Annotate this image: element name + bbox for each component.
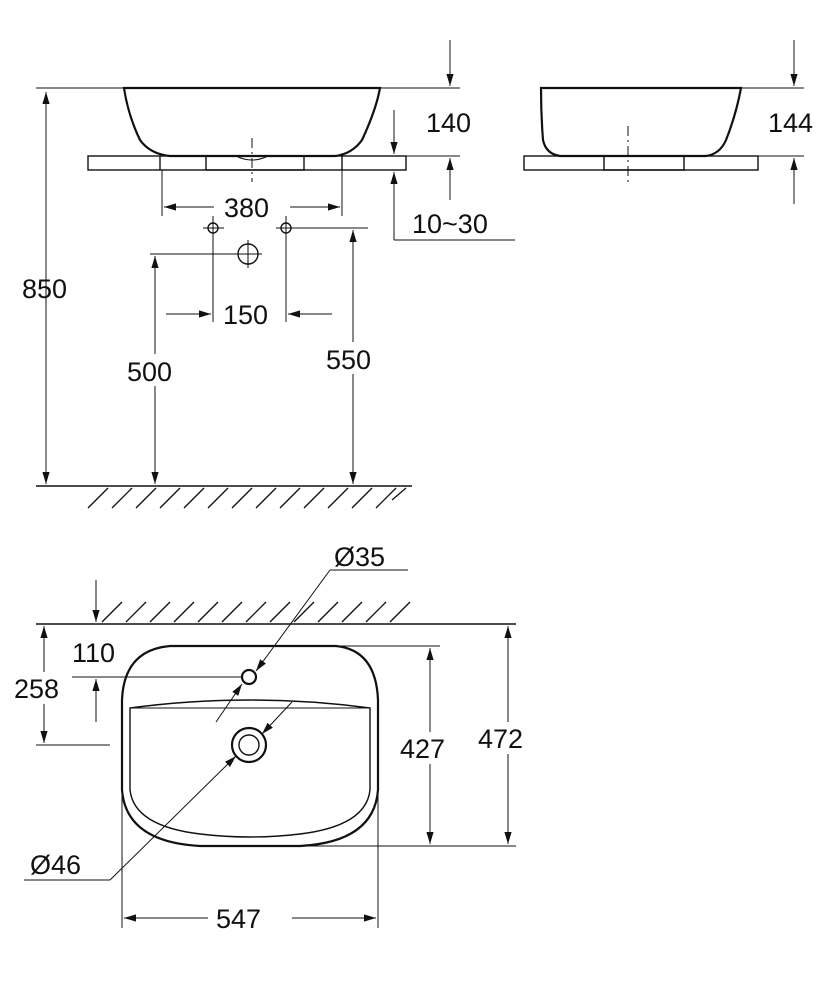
dim-bowl-height-front: 144: [768, 108, 813, 138]
dim-bowl-height-side: 140: [426, 108, 471, 138]
basin-drain-outer: [230, 726, 268, 764]
dim-tap-offset: 110: [72, 638, 115, 668]
plan-view: Ø35 110 258 Ø46 427 472 547: [12, 542, 540, 934]
side-view: 850 140 10~30 380 150: [22, 40, 515, 509]
dim-tap-spacing: 150: [223, 300, 268, 330]
dim-basin-depth-outer: 472: [478, 724, 523, 754]
dim-outlet-spacing: 380: [224, 193, 269, 223]
dim-drain-height: 500: [127, 357, 172, 387]
dim-height-total: 850: [22, 274, 67, 304]
floor-hatch: [87, 487, 407, 509]
basin-drain-inner: [238, 734, 260, 756]
dim-basin-width: 547: [216, 904, 261, 934]
front-view-countertop: [523, 155, 759, 171]
basin-outline: [120, 644, 380, 848]
dim-supply-height: 550: [326, 345, 371, 375]
basin-inner-bowl: [129, 699, 371, 838]
dim-counter-thickness: 10~30: [412, 209, 488, 239]
front-view-bowl: [539, 86, 743, 158]
side-view-countertop: [87, 155, 407, 171]
front-view: 144: [523, 40, 813, 204]
dim-drain-dia: Ø46: [30, 850, 81, 880]
dim-basin-depth-inner: 427: [400, 734, 445, 764]
dim-tap-hole-dia: Ø35: [334, 542, 385, 572]
wall-hatch: [101, 601, 411, 623]
dim-drain-offset: 258: [14, 674, 59, 704]
